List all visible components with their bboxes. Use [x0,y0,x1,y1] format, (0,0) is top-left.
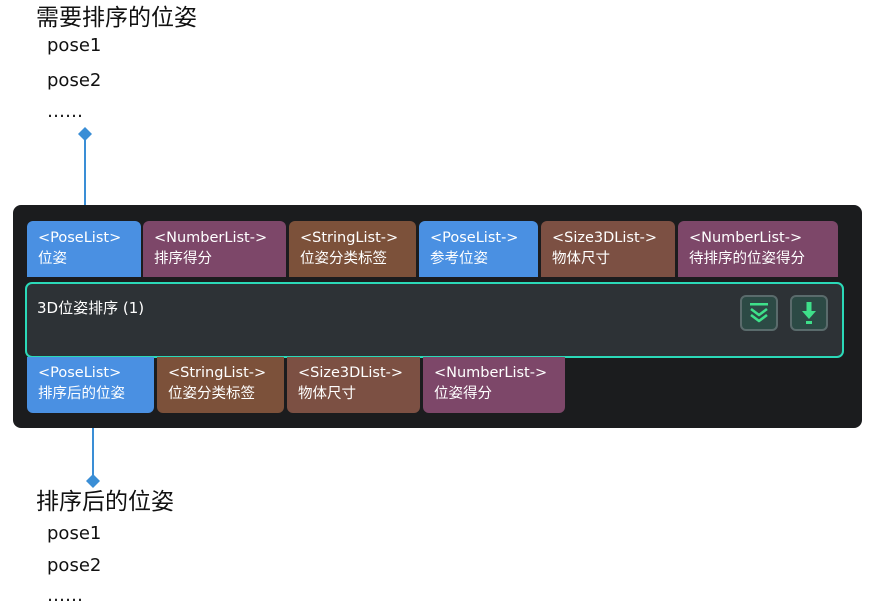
input-connector-diamond [78,127,92,141]
port-name: 位姿 [38,251,67,267]
input-port-pose-labels[interactable]: <StringList-> 位姿分类标签 [289,221,416,277]
download-arrow-icon [802,302,816,324]
port-type: <PoseList> [38,230,122,246]
port-name: 位姿分类标签 [168,386,255,402]
pose-sort-node[interactable]: <PoseList> 位姿 <NumberList-> 排序得分 <String… [13,205,862,428]
port-name: 位姿分类标签 [300,251,387,267]
port-type: <PoseList> [38,365,122,381]
input-port-sort-score[interactable]: <NumberList-> 排序得分 [143,221,286,277]
output-port-sorted-poses[interactable]: <PoseList> 排序后的位姿 [27,357,154,413]
port-name: 排序得分 [154,251,212,267]
output-poses-title: 排序后的位姿 [36,489,174,515]
port-name: 物体尺寸 [552,251,610,267]
input-port-poses[interactable]: <PoseList> 位姿 [27,221,141,277]
node-body[interactable]: 3D位姿排序 (1) [25,282,844,358]
output-connector-diamond [86,474,100,488]
collapse-button[interactable] [740,295,778,331]
double-chevron-down-icon [750,303,768,323]
port-name: 物体尺寸 [298,386,356,402]
port-type: <Size3DList-> [552,230,658,246]
input-pose-item: pose1 [47,35,102,56]
output-port-object-size[interactable]: <Size3DList-> 物体尺寸 [287,357,420,413]
input-pose-item: pose2 [47,70,102,91]
input-ellipsis: …… [47,101,83,122]
port-name: 排序后的位姿 [38,386,125,402]
port-name: 参考位姿 [430,251,488,267]
port-name: 待排序的位姿得分 [689,251,805,267]
input-poses-title: 需要排序的位姿 [36,5,197,31]
port-type: <NumberList-> [689,230,803,246]
input-port-pose-scores[interactable]: <NumberList-> 待排序的位姿得分 [678,221,838,277]
output-port-pose-scores[interactable]: <NumberList-> 位姿得分 [423,357,565,413]
output-pose-item: pose2 [47,555,102,576]
port-type: <StringList-> [168,365,267,381]
port-type: <NumberList-> [434,365,548,381]
input-port-object-size[interactable]: <Size3DList-> 物体尺寸 [541,221,675,277]
node-title: 3D位姿排序 (1) [37,299,145,317]
port-type: <StringList-> [300,230,399,246]
download-button[interactable] [790,295,828,331]
output-port-pose-labels[interactable]: <StringList-> 位姿分类标签 [157,357,284,413]
port-type: <Size3DList-> [298,365,404,381]
input-port-reference-pose[interactable]: <PoseList-> 参考位姿 [419,221,538,277]
port-name: 位姿得分 [434,386,492,402]
port-type: <PoseList-> [430,230,519,246]
port-type: <NumberList-> [154,230,268,246]
output-ellipsis: …… [47,585,83,606]
output-pose-item: pose1 [47,523,102,544]
